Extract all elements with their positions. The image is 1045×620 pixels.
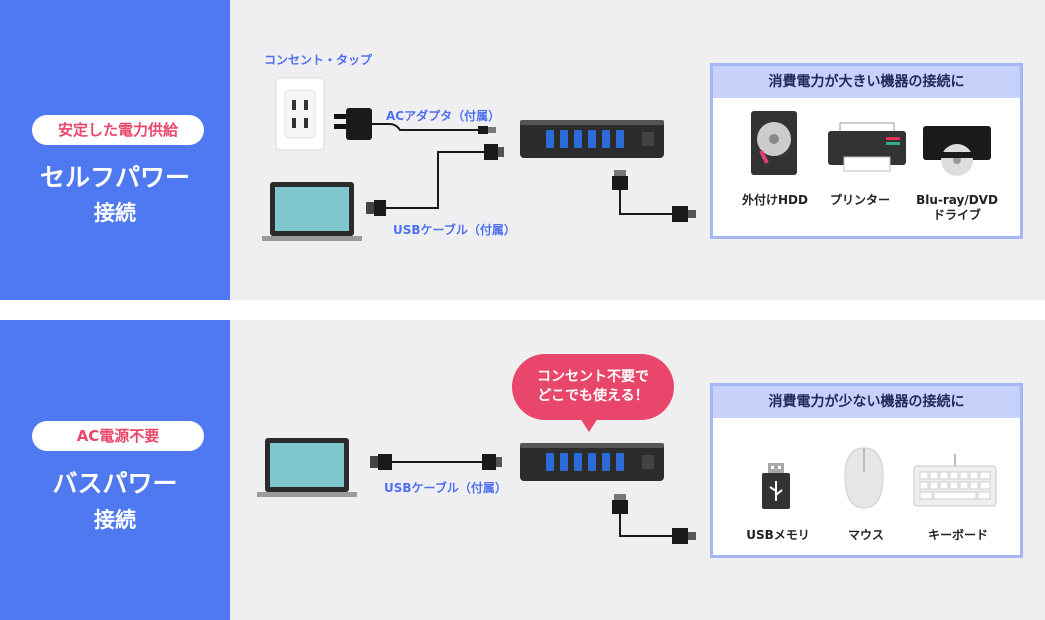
high-power-box-title: 消費電力が大きい機器の接続に (713, 66, 1020, 98)
ac-adapter-icon (334, 108, 496, 140)
bus-power-title: バスパワー (52, 469, 178, 498)
laptop-icon (262, 182, 362, 241)
bus-power-badge: AC電源不要 (32, 421, 204, 451)
device-cable-bottom (612, 494, 696, 544)
printer-icon (828, 122, 906, 172)
device-label-hdd: 外付けHDD (742, 193, 808, 207)
device-cable-top (612, 170, 696, 222)
speech-bubble: コンセント不要で どこでも使える！ (512, 354, 674, 420)
self-power-badge: 安定した電力供給 (32, 115, 204, 145)
bubble-line2: どこでも使える！ (537, 388, 649, 404)
device-label-bluray: Blu-ray/DVD ドライブ (908, 193, 1006, 223)
device-label-printer: プリンター (829, 193, 890, 207)
device-label-usb-memory: USBメモリ (746, 528, 810, 542)
usb-hub-icon (520, 443, 664, 481)
keyboard-icon (913, 454, 997, 507)
outlet-icon (275, 77, 325, 151)
usb-cable-label-bottom: USBケーブル（付属） (384, 481, 507, 495)
self-power-title: セルフパワー (39, 163, 190, 192)
device-label-mouse: マウス (847, 528, 884, 542)
usb-memory-icon (762, 463, 790, 509)
outlet-label: コンセント・タップ (264, 53, 373, 67)
bus-power-sidebar (0, 320, 230, 620)
self-power-sidebar (0, 0, 230, 300)
usb-cable-label-top: USBケーブル（付属） (393, 223, 516, 237)
speech-bubble-tail (580, 418, 598, 432)
laptop-icon (257, 438, 357, 497)
self-power-subtitle: 接続 (94, 201, 136, 225)
usb-hub-icon (520, 120, 664, 158)
hdd-icon (751, 111, 797, 175)
usb-cable-top (366, 144, 504, 216)
bubble-line1: コンセント不要で (537, 369, 649, 385)
device-label-bluray-line1: Blu-ray/DVD (916, 193, 998, 207)
adapter-label: ACアダプタ（付属） (386, 109, 501, 123)
optical-drive-icon (923, 126, 991, 176)
bus-power-subtitle: 接続 (94, 508, 136, 532)
device-label-bluray-line2: ドライブ (932, 208, 981, 222)
device-label-keyboard: キーボード (927, 528, 988, 542)
mouse-icon (844, 447, 884, 509)
low-power-box-title: 消費電力が少ない機器の接続に (713, 386, 1020, 418)
usb-cable-bottom (370, 454, 502, 470)
